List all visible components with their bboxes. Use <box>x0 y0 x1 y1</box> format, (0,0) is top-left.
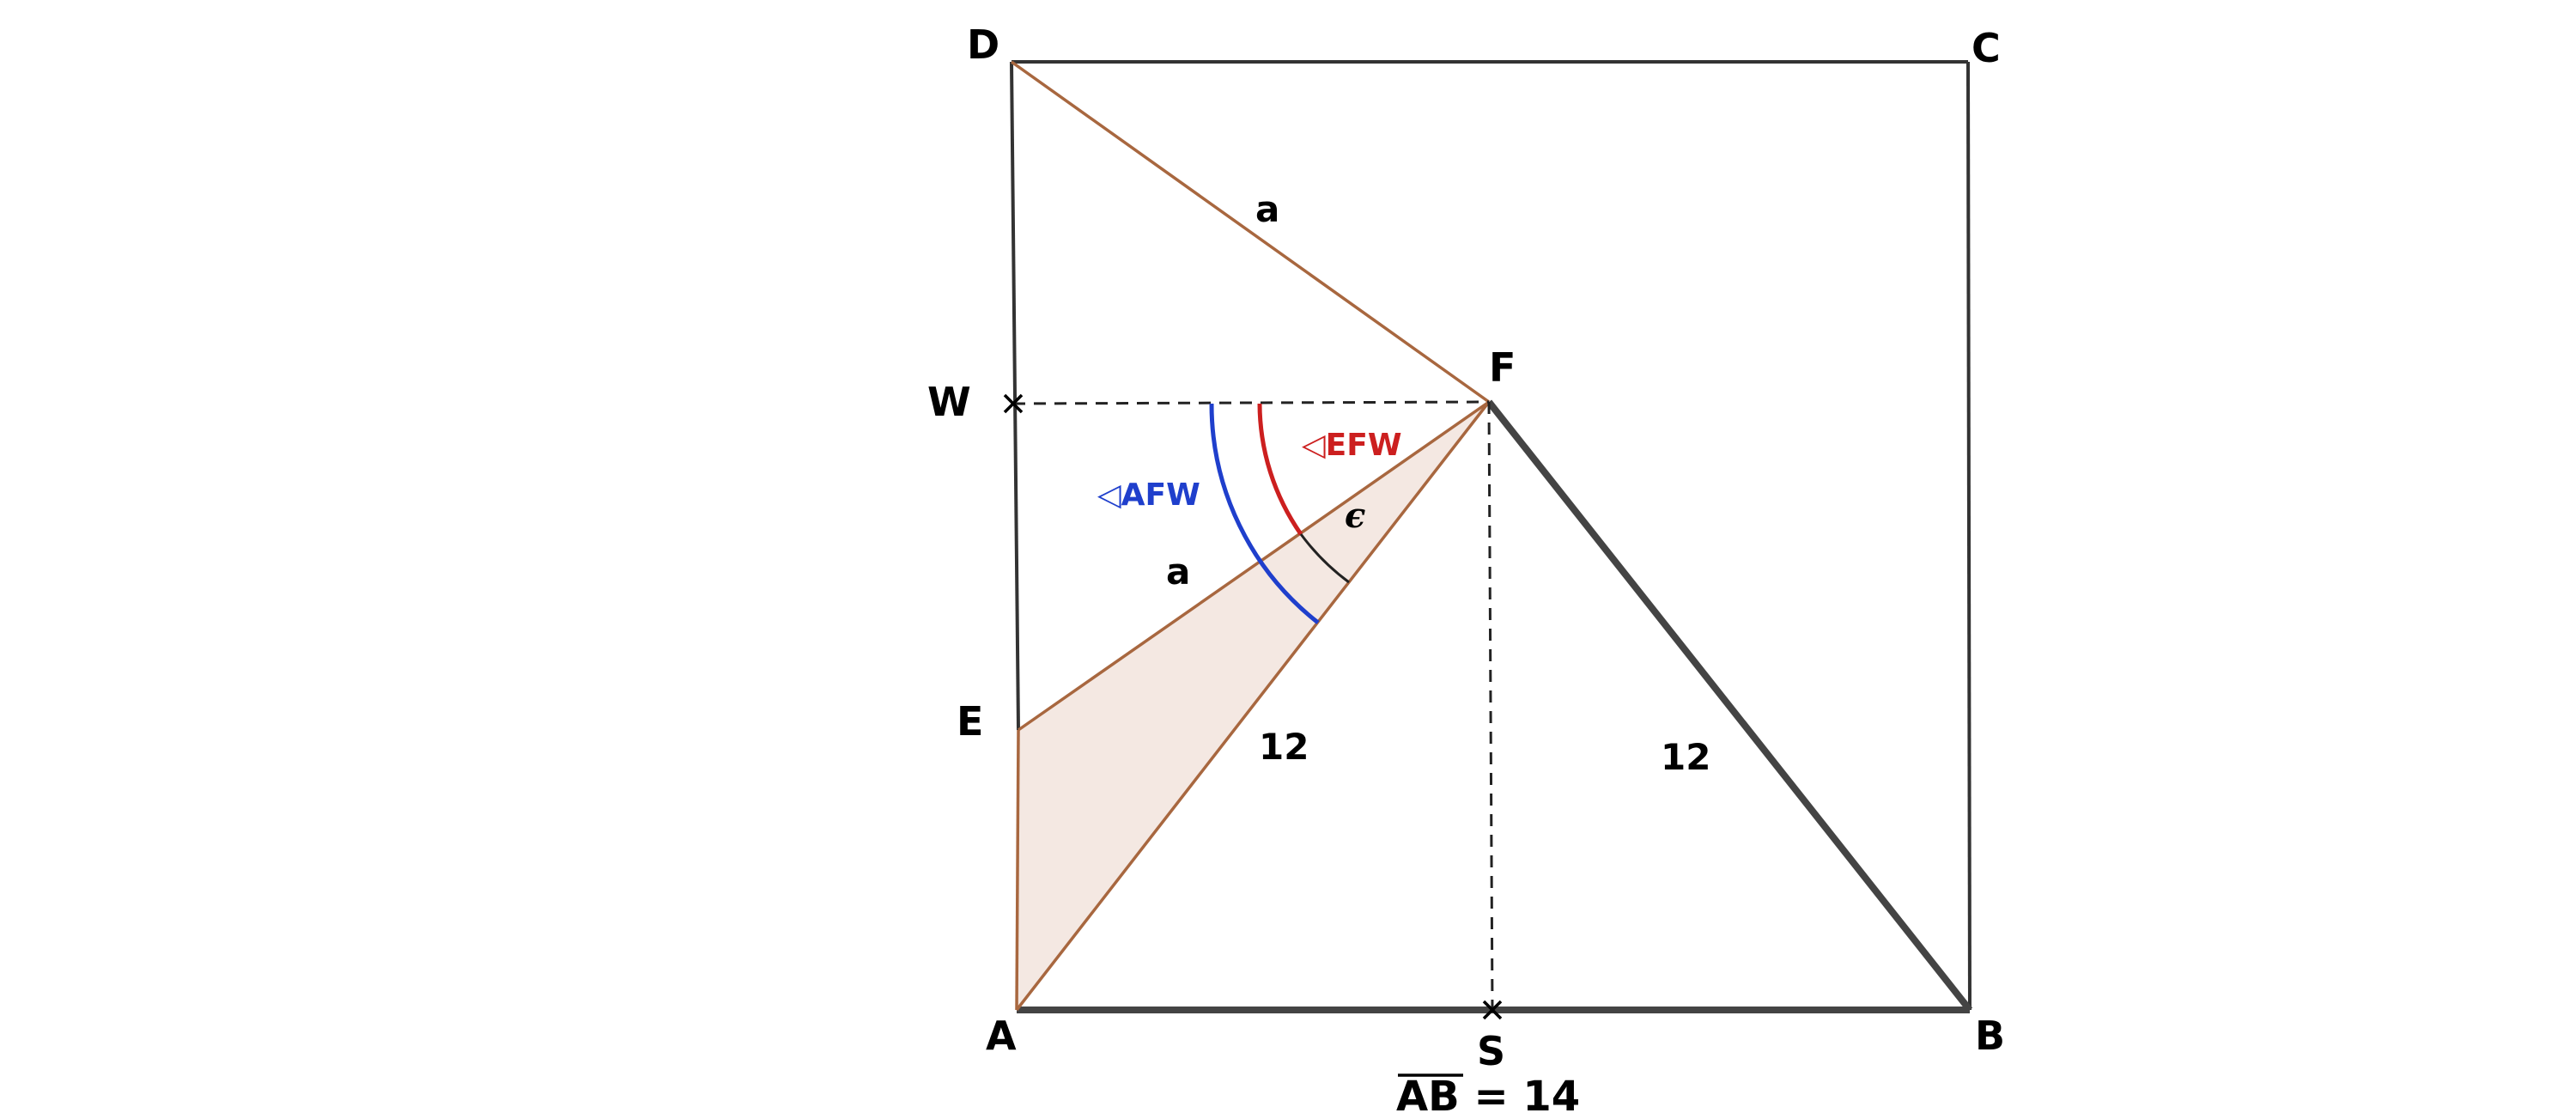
segment-df <box>1010 60 1491 404</box>
caption-rest: = 14 <box>1460 1073 1580 1113</box>
label-point-e: E <box>957 698 983 745</box>
label-point-b: B <box>1975 1013 2005 1059</box>
arc-efw <box>1257 403 1303 536</box>
label-point-f: F <box>1489 344 1516 391</box>
dashed-wf <box>1012 400 1490 405</box>
label-point-s: S <box>1477 1028 1505 1074</box>
label-point-w: W <box>927 379 971 425</box>
marker-w <box>1003 393 1024 414</box>
label-segment-af: 12 <box>1259 726 1309 768</box>
label-segment-df: a <box>1255 188 1279 230</box>
label-angle-afw: ◁AFW <box>1097 477 1200 513</box>
label-angle-efw: ◁EFW <box>1302 428 1402 463</box>
label-segment-ef: a <box>1166 550 1190 593</box>
label-segment-fb: 12 <box>1661 736 1710 778</box>
edge-cb <box>1966 61 1971 1011</box>
segment-ae <box>1015 729 1020 1011</box>
label-point-a: A <box>986 1013 1017 1059</box>
marker-s <box>1482 1000 1503 1020</box>
edge-fb <box>1485 399 1973 1013</box>
label-angle-epsilon: ϵ <box>1345 496 1365 536</box>
arc-afw <box>1209 403 1320 624</box>
segment-af <box>1015 400 1491 1012</box>
dashed-fs <box>1487 401 1494 1011</box>
caption-segment: AB <box>1396 1073 1460 1113</box>
segment-ef <box>1017 400 1491 732</box>
arc-epsilon <box>1299 533 1350 584</box>
label-point-c: C <box>1971 25 2001 71</box>
label-point-d: D <box>967 21 999 68</box>
edge-de <box>1010 61 1020 731</box>
caption-equation: AB = 14 <box>1396 1073 1580 1113</box>
